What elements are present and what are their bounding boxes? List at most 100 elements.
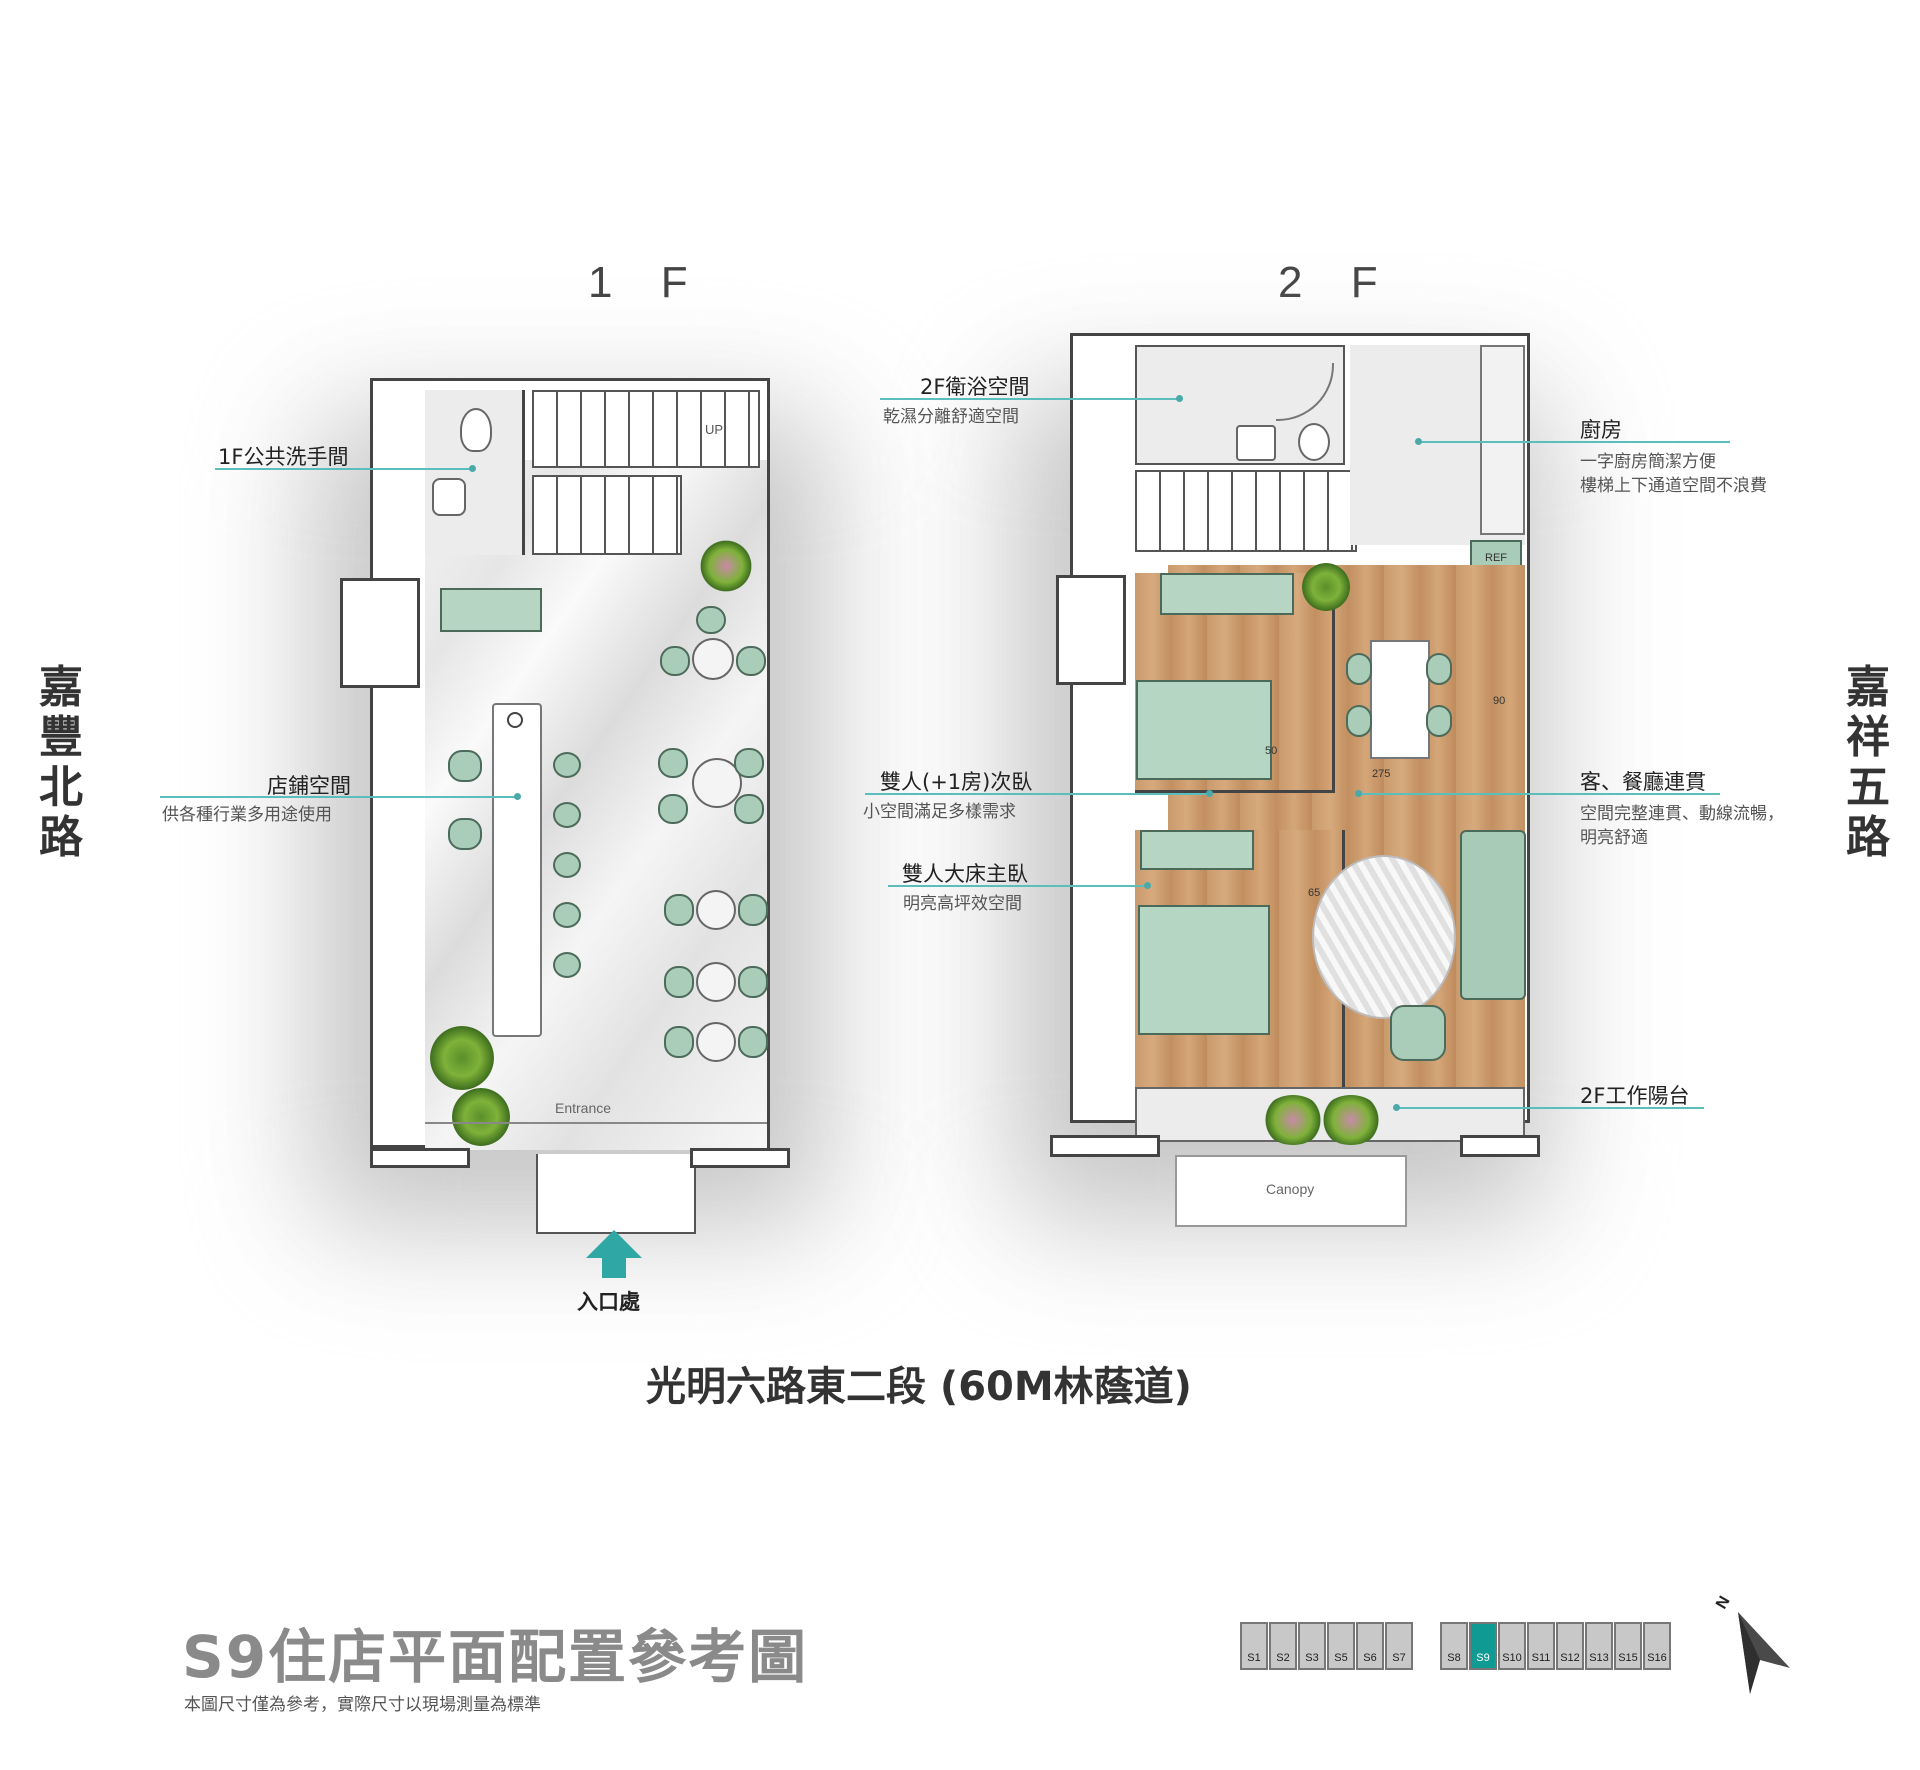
staircase [1135, 470, 1357, 552]
key-plan-unit-s12: S12 [1556, 1622, 1584, 1670]
staircase [532, 390, 760, 468]
cafe-table [692, 638, 734, 680]
stairs-up-text: UP [705, 422, 724, 437]
leader-dot [1355, 790, 1362, 797]
potted-plant [452, 1088, 510, 1146]
leader-dot [1415, 438, 1422, 445]
floor-2-title: 2 F [1278, 258, 1396, 307]
key-plan-unit-s8: S8 [1440, 1622, 1468, 1670]
front-wall-left [370, 1148, 470, 1168]
road-char: 五 [1846, 762, 1890, 813]
potted-plant [700, 540, 752, 592]
key-plan-unit-s11: S11 [1527, 1622, 1555, 1670]
basin-fixture [432, 478, 466, 516]
dim-65: 65 [1308, 887, 1321, 899]
cafe-chair [736, 646, 766, 676]
canopy [1175, 1155, 1407, 1227]
cafe-chair [664, 894, 694, 926]
sub-f2-living-1: 空間完整連貫、動線流暢， [1580, 804, 1784, 824]
staircase-lower [532, 475, 682, 555]
road-south: 光明六路東二段 (60M林蔭道) [646, 1364, 1192, 1410]
cafe-table [696, 890, 736, 930]
bar-stool [553, 802, 581, 828]
cafe-chair [664, 1026, 694, 1058]
key-plan-unit-s9: S9 [1469, 1622, 1497, 1670]
label-f1-toilet: 1F公共洗手間 [218, 445, 349, 469]
sub-f2-living-2: 明亮舒適 [1580, 828, 1648, 848]
entrance-text: Entrance [555, 1100, 612, 1116]
sofa [1460, 830, 1526, 1000]
potted-plant [1262, 1095, 1324, 1145]
key-plan-unit-s16: S16 [1643, 1622, 1671, 1670]
label-f2-kitchen: 廚房 [1580, 418, 1622, 442]
leader-f1-toilet [215, 468, 473, 470]
toilet-fixture [460, 408, 492, 452]
cafe-chair [734, 794, 764, 824]
road-char: 祥 [1846, 712, 1890, 763]
key-plan-unit-s6: S6 [1356, 1622, 1384, 1670]
key-plan-unit-s13: S13 [1585, 1622, 1613, 1670]
north-arrow-icon [1738, 1612, 1790, 1694]
cafe-table [696, 1022, 736, 1062]
front-wall-right [690, 1148, 790, 1168]
armchair [1390, 1005, 1446, 1061]
bar-stool [553, 902, 581, 928]
key-plan-unit-s3: S3 [1298, 1622, 1326, 1670]
road-char: 路 [39, 812, 83, 863]
road-char: 豐 [39, 712, 83, 763]
dim-90: 90 [1493, 695, 1506, 707]
bed-second-room [1136, 680, 1272, 780]
road-east: 嘉祥五路 [1843, 663, 1893, 863]
bar-stool [553, 952, 581, 978]
sub-f2-master: 明亮高坪效空間 [903, 894, 1022, 914]
key-plan-unit-s10: S10 [1498, 1622, 1526, 1670]
label-f2-living: 客、餐廳連貫 [1580, 770, 1706, 794]
leader-f2-master [888, 885, 1148, 887]
cafe-chair [738, 966, 768, 998]
dim-275: 275 [1372, 768, 1391, 780]
storefront-line [425, 1122, 767, 1124]
key-plan-unit-s7: S7 [1385, 1622, 1413, 1670]
label-f2-master: 雙人大床主臥 [902, 862, 1028, 886]
storage-cabinet [440, 588, 542, 632]
cafe-chair [658, 794, 688, 824]
dining-table [1370, 640, 1430, 759]
entrance-arrow-icon [586, 1230, 642, 1258]
leader-f2-bath [880, 398, 1180, 400]
sub-f2-second: 小空間滿足多樣需求 [863, 802, 1016, 822]
bar-stool [553, 852, 581, 878]
bed-master-room [1138, 905, 1270, 1035]
footer-title: S9住店平面配置參考圖 [182, 1623, 809, 1691]
leader-f2-second [865, 793, 1210, 795]
leader-f2-kitchen [1418, 441, 1730, 443]
leader-f2-balcony [1396, 1107, 1704, 1109]
entrance-door-frame [536, 1154, 696, 1234]
dining-chair [1426, 653, 1452, 685]
cafe-chair [664, 966, 694, 998]
label-f1-entrance: 入口處 [577, 1290, 640, 1314]
cafe-chair [696, 606, 726, 634]
key-plan-unit-s5: S5 [1327, 1622, 1355, 1670]
leader-dot [514, 793, 521, 800]
footer-note: 本圖尺寸僅為參考，實際尺寸以現場測量為標準 [184, 1695, 541, 1715]
entrance-arrow-stem [602, 1256, 626, 1278]
area-rug [1312, 855, 1456, 1019]
sub-f2-kitchen-2: 樓梯上下通道空間不浪費 [1580, 476, 1767, 496]
label-f1-shop: 店鋪空間 [267, 774, 351, 798]
floor-1-plan: UP Entrance [310, 370, 830, 1290]
label-f2-second: 雙人(+1房)次臥 [880, 770, 1033, 794]
dim-50: 50 [1265, 745, 1278, 757]
lounge-chair [448, 750, 482, 782]
front-wall-left [1050, 1135, 1160, 1157]
leader-f2-living [1358, 793, 1720, 795]
leader-f1-shop [160, 796, 518, 798]
potted-plant [1320, 1095, 1382, 1145]
sub-f2-bath: 乾濕分離舒適空間 [883, 407, 1019, 427]
lounge-chair [448, 818, 482, 850]
dining-chair [1426, 705, 1452, 737]
dining-chair [1346, 653, 1372, 685]
key-plan-unit-s2: S2 [1269, 1622, 1297, 1670]
label-f2-balcony: 2F工作陽台 [1580, 1084, 1690, 1108]
key-plan-unit-s1: S1 [1240, 1622, 1268, 1670]
leader-dot [1393, 1104, 1400, 1111]
